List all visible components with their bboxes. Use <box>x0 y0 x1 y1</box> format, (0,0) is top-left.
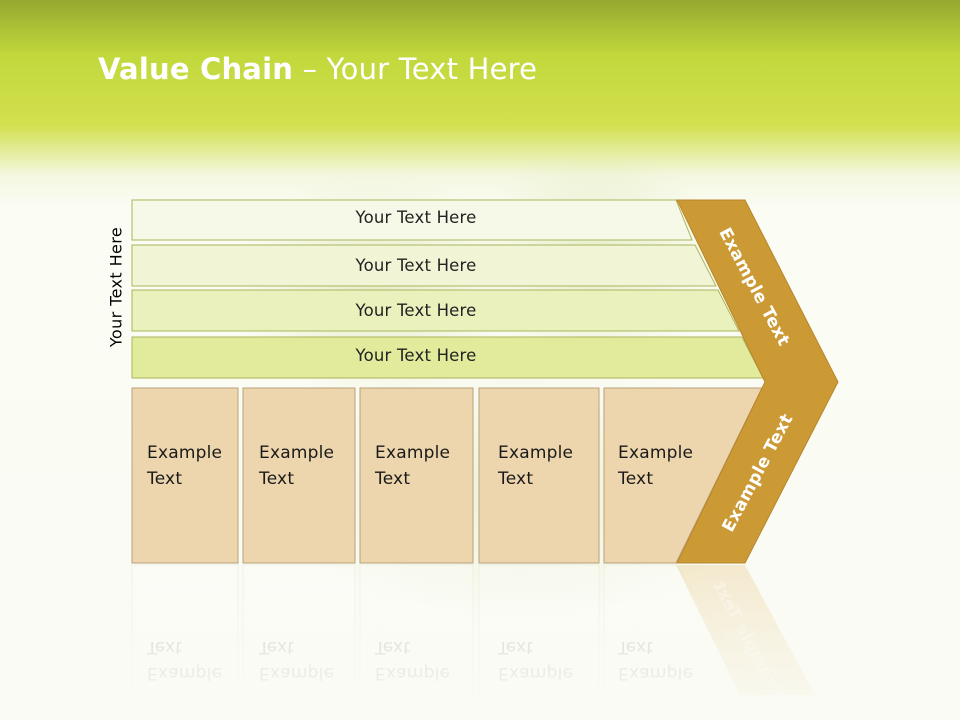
column-label-5: Example Text <box>618 443 694 489</box>
row-band-3 <box>131 289 740 332</box>
column-label-3: Example Text <box>375 443 451 489</box>
row-label-2: Your Text Here <box>355 256 477 275</box>
column-label-reflection-3: Example Text <box>375 637 451 683</box>
column-box-5 <box>603 387 763 564</box>
row-label-4: Your Text Here <box>355 346 477 365</box>
column-label-2: Example Text <box>259 443 335 489</box>
column-label-reflection-4: Example Text <box>498 637 574 683</box>
column-label-1: Example Text <box>147 443 223 489</box>
column-label-4: Example Text <box>498 443 574 489</box>
row-band-2 <box>131 244 717 287</box>
column-label-reflection-5: Example Text <box>618 637 694 683</box>
column-label-reflection-2: Example Text <box>259 637 335 683</box>
column-box-1 <box>131 387 239 564</box>
row-band-1 <box>131 199 693 241</box>
column-box-2 <box>242 387 356 564</box>
margin-chevron <box>676 199 839 564</box>
title-bold-text: Value Chain <box>98 52 294 86</box>
column-label-reflection-1: Example Text <box>147 637 223 683</box>
slide-title: Value Chain – Your Text Here <box>98 52 537 86</box>
title-rest-text: – Your Text Here <box>293 52 538 86</box>
column-box-4 <box>478 387 600 564</box>
column-box-3 <box>359 387 474 564</box>
row-label-3: Your Text Here <box>355 301 477 320</box>
row-label-1: Your Text Here <box>355 208 477 227</box>
